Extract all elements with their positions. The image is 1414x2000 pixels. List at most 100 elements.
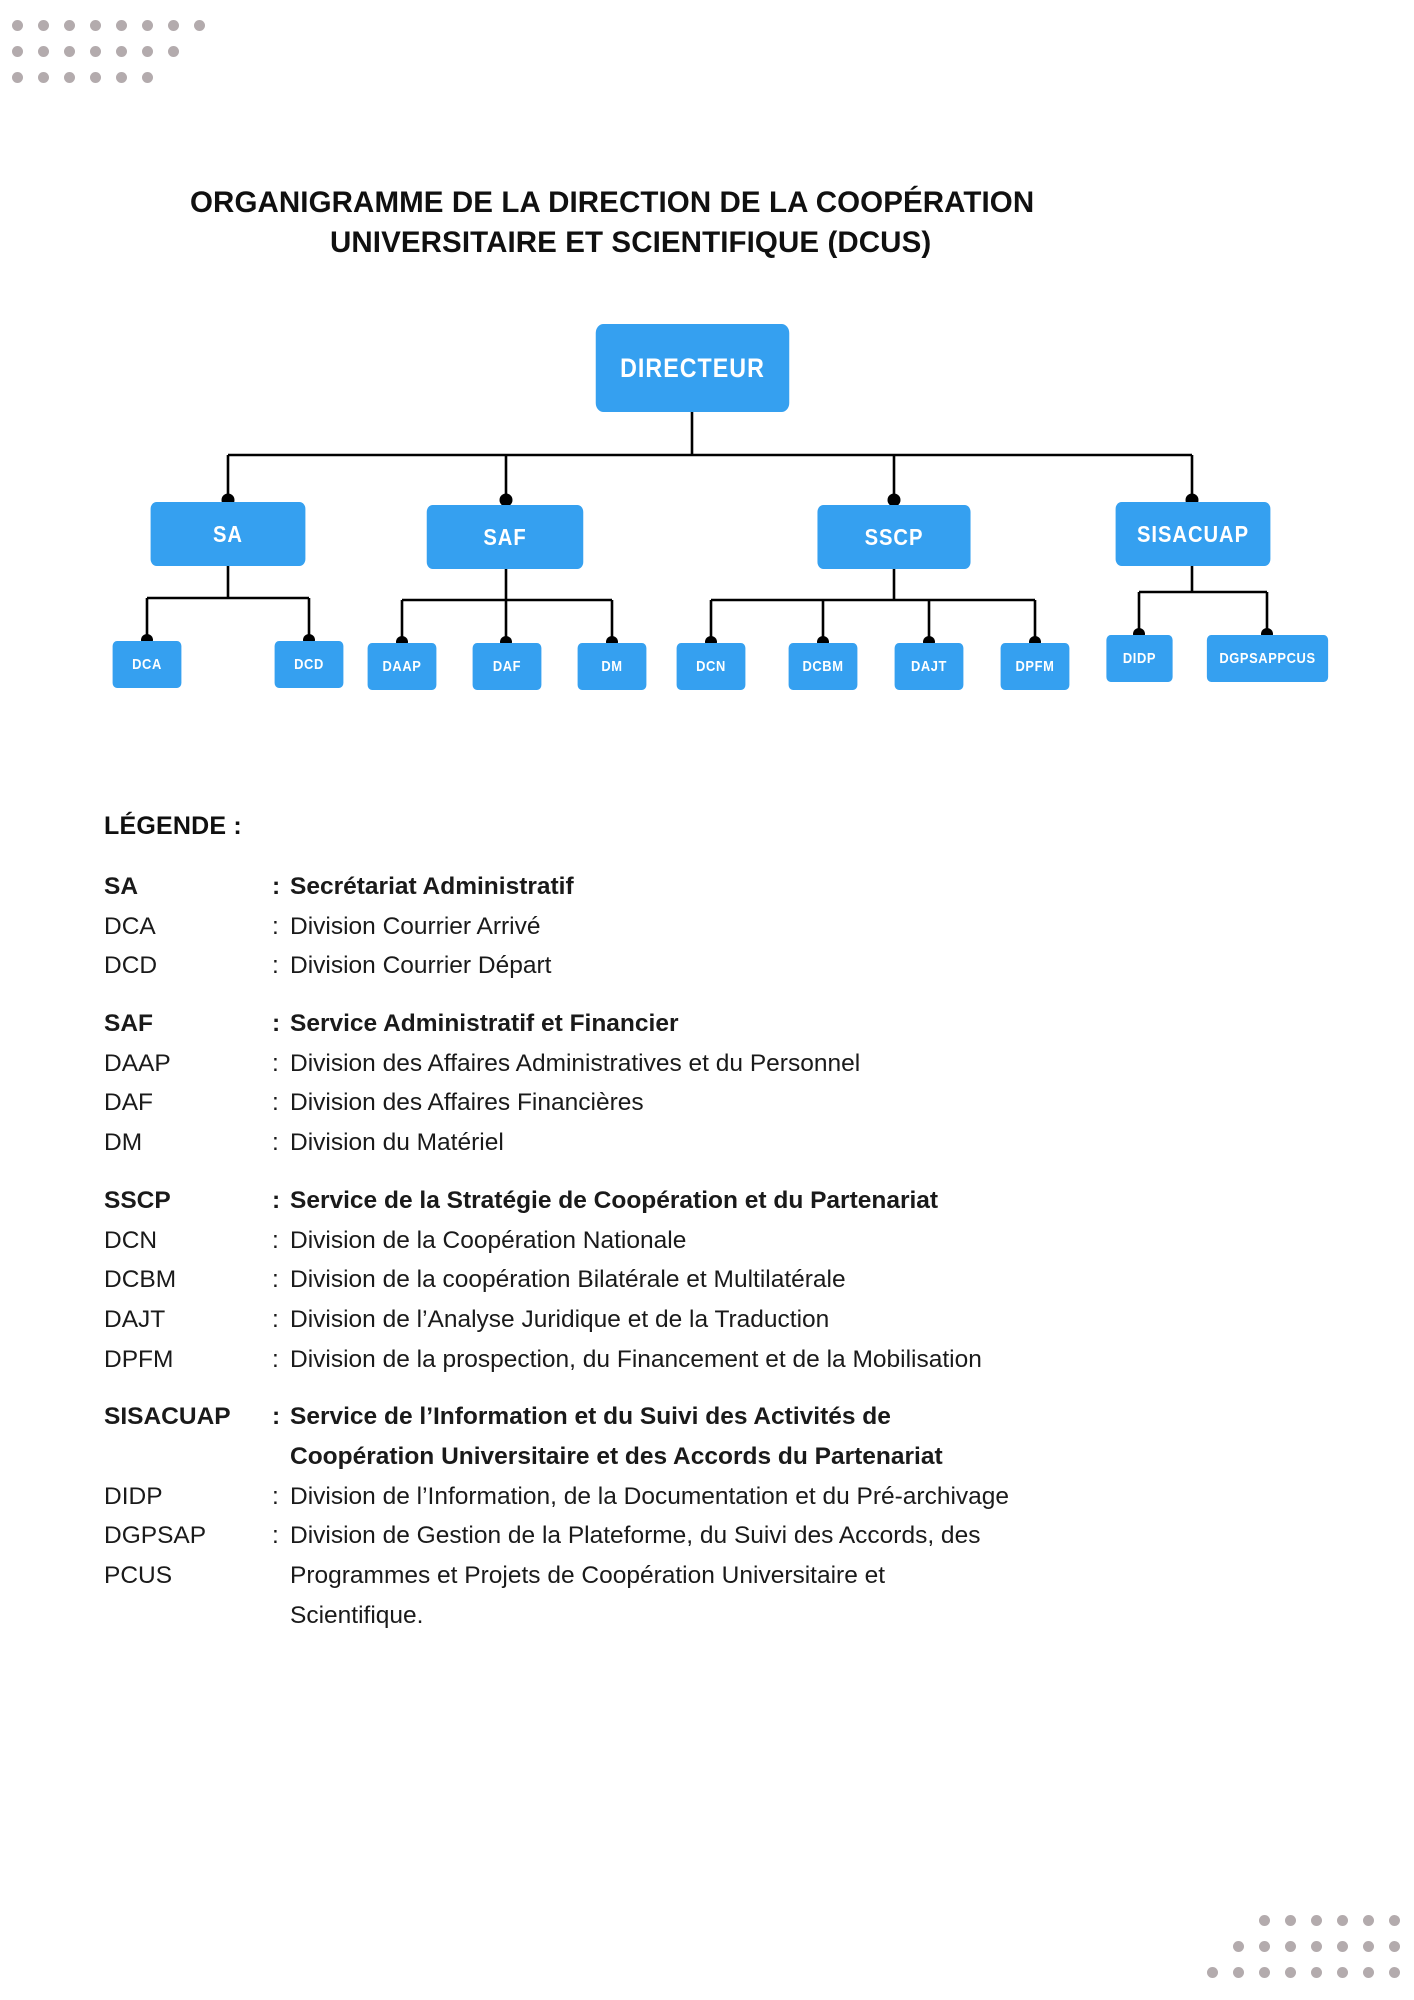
legend-abbreviation: DCN (104, 1226, 158, 1254)
decorative-dots-top-left (12, 20, 205, 83)
organizational-chart: DIRECTEUR SA SAF SSCP SISACUAP DCA DCD D… (0, 300, 1414, 730)
org-node-dpfm[interactable]: DPFM (1000, 643, 1070, 690)
org-node-dgpsappcus[interactable]: DGPSAPPCUS (1206, 635, 1329, 682)
decorative-dot-row (12, 20, 205, 31)
decorative-dot (116, 20, 127, 31)
decorative-dot (12, 20, 23, 31)
legend-colon: : (272, 1186, 281, 1214)
legend-row: SAF: Service Administratif et Financier (104, 1004, 1334, 1044)
page-title-line-1: ORGANIGRAMME DE LA DIRECTION DE LA COOPÉ… (190, 185, 1035, 219)
legend-colon: : (272, 1522, 279, 1550)
decorative-dot-row (1259, 1915, 1400, 1926)
legend-colon: : (272, 1226, 279, 1254)
org-node-daf[interactable]: DAF (472, 643, 542, 690)
decorative-dot (116, 72, 127, 83)
legend-colon: : (272, 873, 281, 900)
legend-definition: Division Courrier Départ (290, 952, 552, 980)
org-node-saf[interactable]: SAF (426, 505, 584, 569)
decorative-dot (1259, 1941, 1270, 1952)
org-node-dm[interactable]: DM (577, 643, 647, 690)
org-node-sisacuap[interactable]: SISACUAP (1115, 502, 1271, 566)
decorative-dot (1337, 1915, 1348, 1926)
org-node-daap[interactable]: DAAP (367, 643, 437, 690)
legend-abbreviation: DAAP (104, 1049, 171, 1077)
legend-colon: : (272, 1345, 279, 1373)
legend-colon: : (272, 1129, 279, 1157)
org-node-directeur[interactable]: DIRECTEUR (595, 324, 790, 412)
legend-colon: : (272, 912, 279, 940)
legend-abbreviation: SISACUAP (104, 1403, 231, 1431)
legend-definition: Division de la prospection, du Financeme… (290, 1345, 982, 1373)
legend-definition: Secrétariat Administratif (290, 873, 574, 900)
legend-colon: : (272, 1266, 279, 1294)
legend-definition: Division de la coopération Bilatérale et… (290, 1266, 846, 1294)
decorative-dots-bottom-right (1207, 1915, 1400, 1978)
legend-definition: Division de l’Analyse Juridique et de la… (290, 1305, 830, 1333)
legend-definition: Division Courrier Arrivé (290, 912, 541, 940)
org-node-sa[interactable]: SA (150, 502, 306, 566)
legend-row: DGPSAP PCUS: Division de Gestion de la Pl… (104, 1516, 1334, 1635)
decorative-dot (90, 46, 101, 57)
decorative-dot (1389, 1941, 1400, 1952)
decorative-dot (1363, 1941, 1374, 1952)
legend-abbreviation: SAF (104, 1010, 153, 1038)
org-node-sscp[interactable]: SSCP (817, 505, 971, 569)
legend-abbreviation: DGPSAP PCUS (104, 1522, 207, 1589)
decorative-dot (1311, 1967, 1322, 1978)
org-node-didp[interactable]: DIDP (1106, 635, 1173, 682)
decorative-dot (1285, 1941, 1296, 1952)
legend-abbreviation: DAJT (104, 1305, 166, 1333)
legend-definition: Service Administratif et Financier (290, 1010, 679, 1038)
decorative-dot (1259, 1967, 1270, 1978)
decorative-dot (194, 20, 205, 31)
legend-abbreviation: DCA (104, 912, 156, 940)
legend-definition: Service de la Stratégie de Coopération e… (290, 1186, 939, 1214)
legend-row: DCD:Division Courrier Départ (104, 946, 1334, 986)
decorative-dot (1233, 1941, 1244, 1952)
org-node-dajt[interactable]: DAJT (894, 643, 964, 690)
org-node-dcn[interactable]: DCN (676, 643, 746, 690)
decorative-dot (168, 20, 179, 31)
decorative-dot-row (1233, 1941, 1400, 1952)
org-node-dcd[interactable]: DCD (274, 641, 344, 688)
legend-row: SISACUAP:Service de l’Information et du … (104, 1397, 1334, 1476)
decorative-dot-row (1207, 1967, 1400, 1978)
decorative-dot (12, 72, 23, 83)
legend-definition: Division de la Coopération Nationale (290, 1226, 687, 1254)
legend-abbreviation: DCD (104, 952, 158, 980)
legend-row: SSCP:Service de la Stratégie de Coopérat… (104, 1181, 1334, 1221)
legend-abbreviation: DIDP (104, 1482, 163, 1510)
org-node-dcbm[interactable]: DCBM (788, 643, 858, 690)
decorative-dot (38, 20, 49, 31)
legend-definition: Division de l’Information, de la Documen… (290, 1482, 1010, 1510)
decorative-dot (1337, 1967, 1348, 1978)
legend-abbreviation: SA (104, 873, 139, 900)
legend-abbreviation: DAF (104, 1089, 153, 1117)
legend-colon: : (272, 1305, 279, 1333)
legend-colon: : (272, 1049, 279, 1077)
decorative-dot (90, 72, 101, 83)
decorative-dot (64, 20, 75, 31)
decorative-dot (1311, 1915, 1322, 1926)
legend-row: DAF:Division des Affaires Financières (104, 1083, 1334, 1123)
legend-colon: : (272, 1089, 279, 1117)
legend-heading: LÉGENDE : (104, 812, 242, 840)
decorative-dot (64, 72, 75, 83)
decorative-dot (1363, 1915, 1374, 1926)
decorative-dot (1285, 1967, 1296, 1978)
decorative-dot-row (12, 72, 153, 83)
legend-definition: Division de Gestion de la Plateforme, du… (290, 1522, 981, 1629)
legend-abbreviation: DM (104, 1129, 143, 1157)
decorative-dot (1389, 1915, 1400, 1926)
legend-row: DAAP:Division des Affaires Administrativ… (104, 1044, 1334, 1084)
decorative-dot (1259, 1915, 1270, 1926)
org-node-dca[interactable]: DCA (112, 641, 182, 688)
legend-colon: : (272, 1010, 281, 1038)
decorative-dot (1311, 1941, 1322, 1952)
decorative-dot (1337, 1941, 1348, 1952)
legend-abbreviation: DPFM (104, 1345, 174, 1373)
legend-row: SA: Secrétariat Administratif (104, 867, 1334, 907)
legend-row: DAJT: Division de l’Analyse Juridique et … (104, 1300, 1334, 1340)
